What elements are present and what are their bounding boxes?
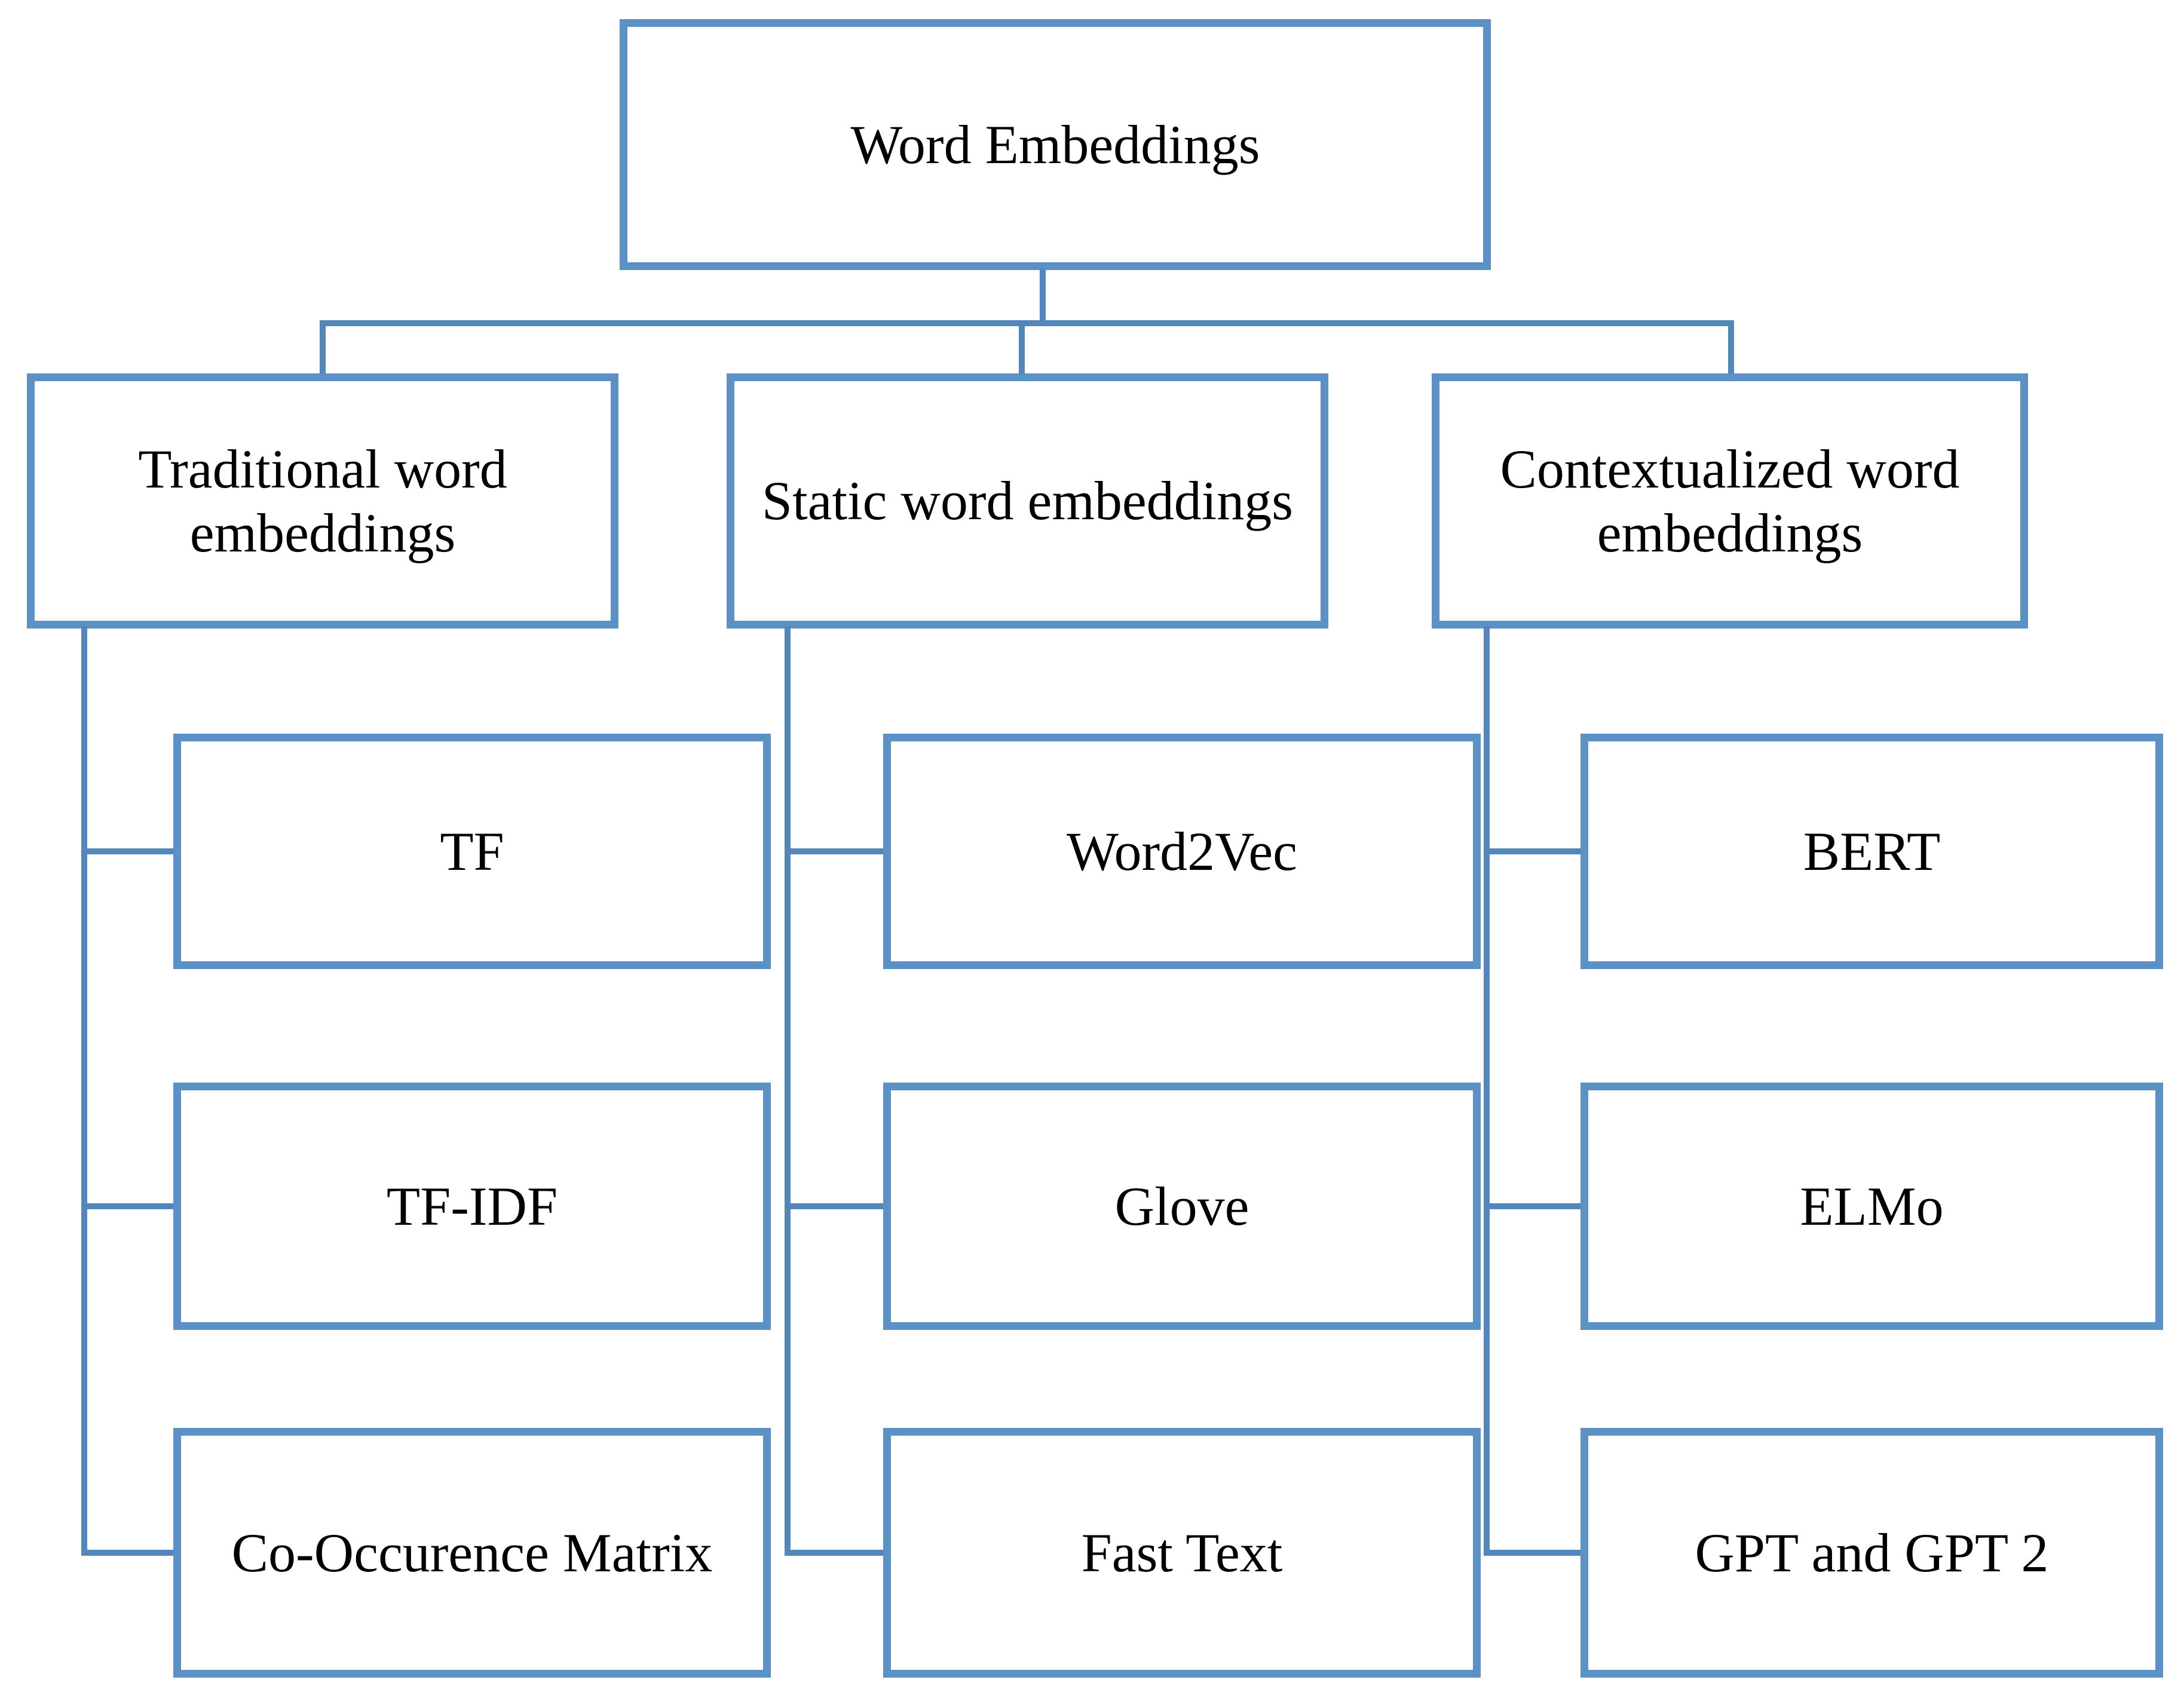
node-gpt-and-gpt-2: GPT and GPT 2 — [1580, 1428, 2163, 1678]
node-fast-text-label: Fast Text — [1081, 1522, 1283, 1583]
node-static-label: Static word embeddings — [761, 470, 1294, 532]
connector-stub-static — [1019, 320, 1025, 375]
node-traditional-label: Traditional word embeddings — [138, 438, 507, 563]
node-contextualized-label: Contextualized word embeddings — [1500, 438, 1960, 563]
connector-branch-tf — [81, 848, 173, 854]
node-traditional-word-embeddings: Traditional word embeddings — [27, 373, 618, 629]
node-tf-label: TF — [440, 820, 504, 882]
connector-rail-traditional — [81, 626, 87, 1556]
node-fast-text: Fast Text — [883, 1428, 1481, 1678]
connector-branch-elmo — [1484, 1203, 1580, 1209]
connector-branch-bert — [1484, 848, 1580, 854]
node-word2vec-label: Word2Vec — [1066, 820, 1297, 882]
connector-branch-co-occurence-matrix — [81, 1550, 173, 1556]
node-co-occurence-matrix: Co-Occurence Matrix — [173, 1428, 771, 1678]
node-co-occurence-matrix-label: Co-Occurence Matrix — [231, 1522, 713, 1583]
node-tf: TF — [173, 734, 771, 969]
connector-stub-contextualized — [1728, 320, 1734, 375]
node-elmo: ELMo — [1580, 1083, 2163, 1330]
node-word2vec: Word2Vec — [883, 734, 1481, 969]
node-glove: Glove — [883, 1083, 1481, 1330]
node-tf-idf-label: TF-IDF — [386, 1175, 558, 1237]
connector-level1-bar — [320, 320, 1734, 326]
connector-stub-traditional — [320, 320, 326, 375]
node-tf-idf: TF-IDF — [173, 1083, 771, 1330]
node-contextualized-word-embeddings: Contextualized word embeddings — [1432, 373, 2028, 629]
node-gpt-and-gpt-2-label: GPT and GPT 2 — [1695, 1522, 2049, 1583]
node-word-embeddings-label: Word Embeddings — [850, 114, 1260, 175]
connector-rail-static — [785, 626, 791, 1556]
connector-branch-gpt — [1484, 1550, 1580, 1556]
node-bert: BERT — [1580, 734, 2163, 969]
node-elmo-label: ELMo — [1800, 1175, 1944, 1237]
connector-root-stem — [1040, 269, 1046, 323]
node-bert-label: BERT — [1803, 820, 1941, 882]
node-glove-label: Glove — [1114, 1175, 1249, 1237]
connector-rail-contextualized — [1484, 626, 1490, 1556]
connector-branch-tf-idf — [81, 1203, 173, 1209]
node-word-embeddings: Word Embeddings — [620, 19, 1491, 270]
connector-branch-word2vec — [785, 848, 883, 854]
node-static-word-embeddings: Static word embeddings — [727, 373, 1328, 629]
connector-branch-glove — [785, 1203, 883, 1209]
connector-branch-fast-text — [785, 1550, 883, 1556]
